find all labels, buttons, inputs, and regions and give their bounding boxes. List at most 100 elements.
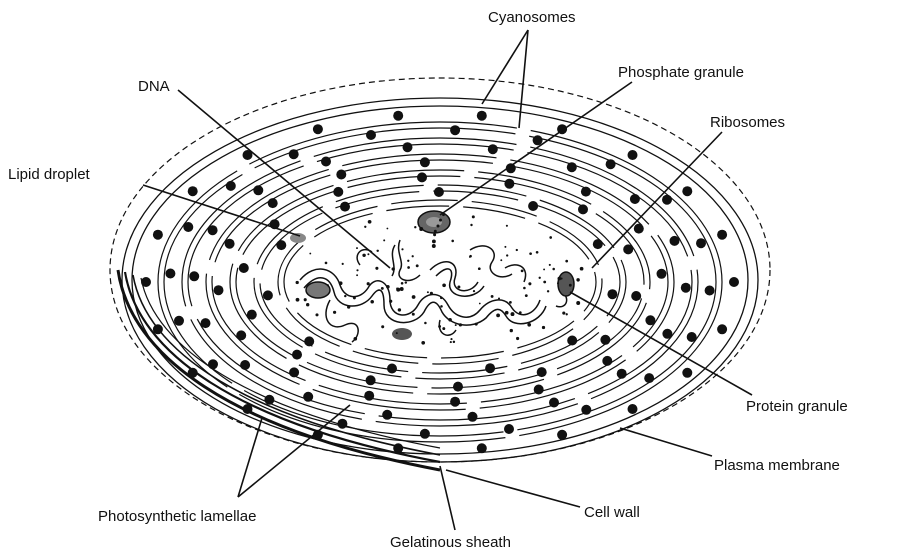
leader-gelatinous: [440, 466, 455, 530]
ribosome-dot: [407, 260, 409, 262]
small-lipid-droplet: [290, 233, 306, 243]
cyanosome-dot: [174, 316, 184, 326]
ribosome-dot: [416, 264, 419, 267]
ribosome-dot: [398, 308, 401, 311]
label-gelatinous-sheath: Gelatinous sheath: [390, 534, 511, 551]
cyanosome-dot: [276, 240, 286, 250]
cyanosome-dot: [662, 195, 672, 205]
ribosome-dot: [396, 288, 400, 292]
ribosome-dot: [511, 312, 515, 316]
ribosome-dot: [469, 255, 472, 258]
ribosome-dot: [523, 287, 526, 290]
cyanosome-dot: [682, 368, 692, 378]
cyanosome-dot: [696, 238, 706, 248]
ribosome-dot: [576, 278, 579, 281]
ribosome-dot: [427, 291, 429, 293]
cyanosome-dot: [537, 367, 547, 377]
cyanosome-dot: [468, 412, 478, 422]
ribosome-dot: [430, 292, 433, 295]
ribosome-dot: [539, 277, 541, 279]
ribosome-dot: [344, 295, 346, 297]
ribosome-dot: [478, 267, 481, 270]
ribosome-dot: [505, 311, 509, 315]
ribosome-dot: [565, 260, 568, 263]
ribosome-dot: [356, 247, 358, 249]
cyanosome-dot: [304, 336, 314, 346]
cyanosome-dot: [393, 443, 403, 453]
ribosome-dot: [542, 326, 545, 329]
ribosome-dot: [309, 253, 311, 255]
label-dna: DNA: [138, 78, 170, 95]
ribosome-dot: [353, 296, 356, 299]
small-granule: [392, 328, 412, 340]
ribosome-dot: [576, 301, 580, 305]
ribosome-dot: [315, 313, 318, 316]
ribosome-dot: [543, 268, 545, 270]
ribosome-dot: [500, 259, 502, 261]
ribosome-dot: [414, 226, 416, 228]
ribosome-dot: [510, 329, 513, 332]
leader-phosphate: [440, 82, 632, 215]
cyanosome-dot: [644, 373, 654, 383]
ribosome-dot: [370, 300, 374, 304]
cyanosome-dot: [313, 124, 323, 134]
ribosome-dot: [400, 287, 404, 291]
cyanosome-dot: [201, 318, 211, 328]
cyanosome-dot: [403, 142, 413, 152]
ribosome-dot: [473, 290, 475, 292]
ribosome-dot: [396, 332, 398, 334]
ribosome-dot: [457, 286, 460, 289]
cyanosome-dot: [364, 391, 374, 401]
cyanosome-dot: [336, 170, 346, 180]
ribosome-dot: [412, 295, 416, 299]
ribosome-dot: [440, 305, 443, 308]
cyanosome-dot: [393, 111, 403, 121]
ribosome-dot: [333, 311, 336, 314]
cyanosome-dot: [264, 395, 274, 405]
label-protein-granule: Protein granule: [746, 398, 848, 415]
ribosome-dot: [455, 324, 457, 326]
ribosome-dot: [516, 337, 519, 340]
ribosome-dot: [421, 341, 425, 345]
ribosome-dot: [543, 281, 546, 284]
cyanosome-dot: [645, 315, 655, 325]
ribosome-dot: [386, 228, 388, 230]
cyanosome-dot: [292, 350, 302, 360]
ribosome-dot: [560, 278, 562, 280]
label-cyanosomes: Cyanosomes: [488, 9, 576, 26]
cyanosome-dot: [682, 186, 692, 196]
leader-cell-wall: [446, 470, 580, 507]
ribosome-dot: [433, 233, 436, 236]
cyanosome-dot: [153, 324, 163, 334]
ribosome-dot: [439, 219, 442, 222]
cyanosome-dot: [450, 125, 460, 135]
cyanosome-dot: [705, 286, 715, 296]
ribosome-dot: [424, 322, 427, 325]
leader-cyanosomes-a: [482, 30, 528, 104]
ribosome-dot: [401, 248, 403, 250]
ribosome-dot: [412, 255, 414, 257]
ribosome-dot: [304, 298, 307, 301]
ribosome-dot: [479, 303, 481, 305]
cyanosome-dot: [630, 194, 640, 204]
ribosome-dot: [356, 269, 358, 271]
cyanosome-dot: [226, 181, 236, 191]
cyanosome-dot: [549, 398, 559, 408]
ribosome-dot: [392, 267, 395, 270]
ribosome-dot: [528, 282, 531, 285]
ribosome-dot: [521, 270, 524, 273]
ribosome-dot: [381, 287, 384, 290]
cyanosome-dot: [141, 277, 151, 287]
cyanosome-dot: [593, 239, 603, 249]
label-photosynthetic-lamellae: Photosynthetic lamellae: [98, 508, 256, 525]
cyanosome-dot: [534, 385, 544, 395]
cyanosome-dot: [214, 285, 224, 295]
cyanosome-dot: [333, 187, 343, 197]
dna-strands: [300, 240, 567, 342]
cyanosome-dot: [670, 236, 680, 246]
ribosome-dot: [516, 249, 518, 251]
ribosome-dot: [412, 313, 415, 316]
lamella-line: [164, 128, 716, 436]
cyanosome-dot: [607, 289, 617, 299]
ribosome-dot: [525, 294, 528, 297]
